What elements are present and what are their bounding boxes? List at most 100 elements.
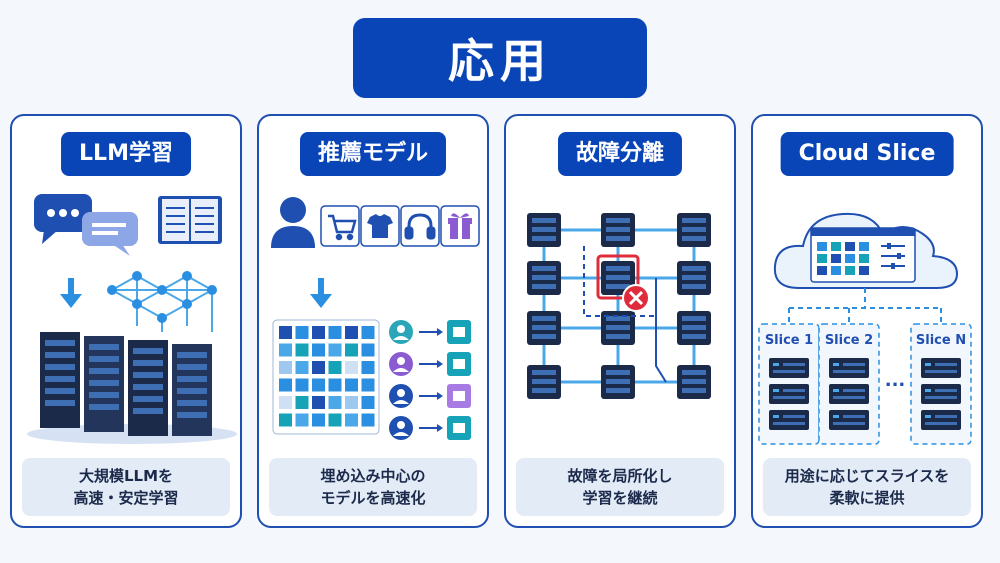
- dashboard-window-icon: [810, 227, 916, 283]
- slice-server-icon: [769, 384, 809, 404]
- matrix-cell: [361, 326, 375, 339]
- caption-llm: 大規模LLMを 高速・安定学習: [22, 458, 230, 516]
- panel-recommendation: 推薦モデル: [257, 114, 489, 528]
- down-arrow-icon: [310, 278, 332, 308]
- server-slot: [606, 388, 630, 393]
- matrix-cell: [312, 326, 325, 339]
- server-slot: [682, 316, 706, 321]
- dashboard-cell: [831, 266, 841, 275]
- dashboard-cell: [845, 254, 855, 263]
- matrix-cell: [279, 326, 292, 339]
- matrix-cell: [295, 396, 309, 409]
- caption-line: 高速・安定学習: [73, 489, 179, 507]
- server-slot: [532, 284, 556, 289]
- matrix-cell: [328, 343, 342, 357]
- server-slot: [833, 396, 865, 399]
- arrow-head: [437, 328, 443, 336]
- dashboard-cell: [845, 242, 855, 251]
- server-slot: [773, 370, 805, 373]
- arrow-head: [437, 424, 443, 432]
- matrix-cell: [295, 413, 309, 427]
- matrix-cell: [361, 361, 375, 374]
- server-slot: [773, 396, 805, 399]
- server-slot: [935, 363, 957, 366]
- server-slot: [606, 275, 630, 280]
- server-led: [925, 363, 931, 366]
- user-avatar-head: [397, 389, 405, 397]
- page-title: 応用: [353, 18, 647, 98]
- server-slot: [682, 388, 706, 393]
- server-slot: [532, 379, 556, 384]
- dashboard-cell: [859, 254, 869, 263]
- matrix-cell: [361, 343, 375, 357]
- server-slot: [783, 389, 805, 392]
- server-slot: [682, 379, 706, 384]
- server-slot: [606, 284, 630, 289]
- server-slot: [532, 275, 556, 280]
- server-led: [773, 363, 779, 366]
- server-slot: [532, 370, 556, 375]
- slice-label: Slice 1: [765, 333, 813, 348]
- server-slot: [606, 218, 630, 223]
- panel-title-fault: 故障分離: [557, 132, 683, 176]
- failed-node-highlight: [583, 246, 656, 317]
- matrix-cell: [279, 413, 292, 427]
- slice-server-icon: [769, 410, 809, 430]
- caption-fault: 故障を局所化し 学習を継続: [516, 458, 724, 516]
- matrix-cell: [361, 396, 375, 409]
- user-avatar-body: [393, 432, 409, 436]
- server-slot: [606, 379, 630, 384]
- matrix-cell: [345, 326, 358, 339]
- server-slot: [606, 334, 630, 339]
- matrix-cell: [328, 326, 342, 339]
- matrix-cell: [328, 378, 342, 392]
- caption-line: 用途に応じてスライスを: [784, 467, 950, 485]
- item-glyph: [453, 391, 465, 401]
- server-slot: [532, 266, 556, 271]
- dashboard-cell: [845, 266, 855, 275]
- server-slot: [935, 415, 957, 418]
- server-led: [833, 363, 839, 366]
- gift-icon: [448, 213, 472, 239]
- slice-server-icon: [921, 384, 961, 404]
- arrow-head: [437, 360, 443, 368]
- arrow-head: [437, 392, 443, 400]
- neural-network-nodes: [107, 271, 217, 323]
- dashboard-cell: [817, 254, 827, 263]
- slice-ellipsis: ...: [885, 370, 906, 391]
- down-arrow-icon: [60, 278, 82, 308]
- server-slot: [606, 236, 630, 241]
- item-glyph: [453, 423, 465, 433]
- server-slot: [925, 422, 957, 425]
- error-icon: [622, 284, 650, 312]
- server-slot: [833, 370, 865, 373]
- matrix-cell: [345, 378, 358, 392]
- tshirt-icon: [367, 214, 393, 238]
- server-slot: [682, 370, 706, 375]
- server-slot: [773, 422, 805, 425]
- item-glyph: [453, 359, 465, 369]
- headphones-icon: [404, 213, 436, 240]
- server-slot: [843, 389, 865, 392]
- server-slot: [682, 266, 706, 271]
- user-avatar-head: [397, 357, 405, 365]
- user-avatar-body: [393, 400, 409, 404]
- matrix-cell: [312, 361, 325, 374]
- slice-server-icon: [829, 358, 869, 378]
- dashboard-cell: [831, 254, 841, 263]
- server-slot: [606, 266, 630, 271]
- matrix-cell: [328, 396, 342, 409]
- server-slot: [532, 334, 556, 339]
- matrix-cell: [345, 343, 358, 357]
- server-slot: [606, 325, 630, 330]
- server-led: [833, 389, 839, 392]
- server-slot: [682, 325, 706, 330]
- caption-line: 故障を局所化し: [567, 467, 673, 485]
- server-led: [925, 389, 931, 392]
- matrix-cell: [361, 413, 375, 427]
- book-icon: [158, 196, 222, 244]
- panel-title-recommendation: 推薦モデル: [299, 132, 447, 176]
- server-slot: [682, 334, 706, 339]
- matrix-cell: [345, 361, 358, 374]
- server-led: [773, 415, 779, 418]
